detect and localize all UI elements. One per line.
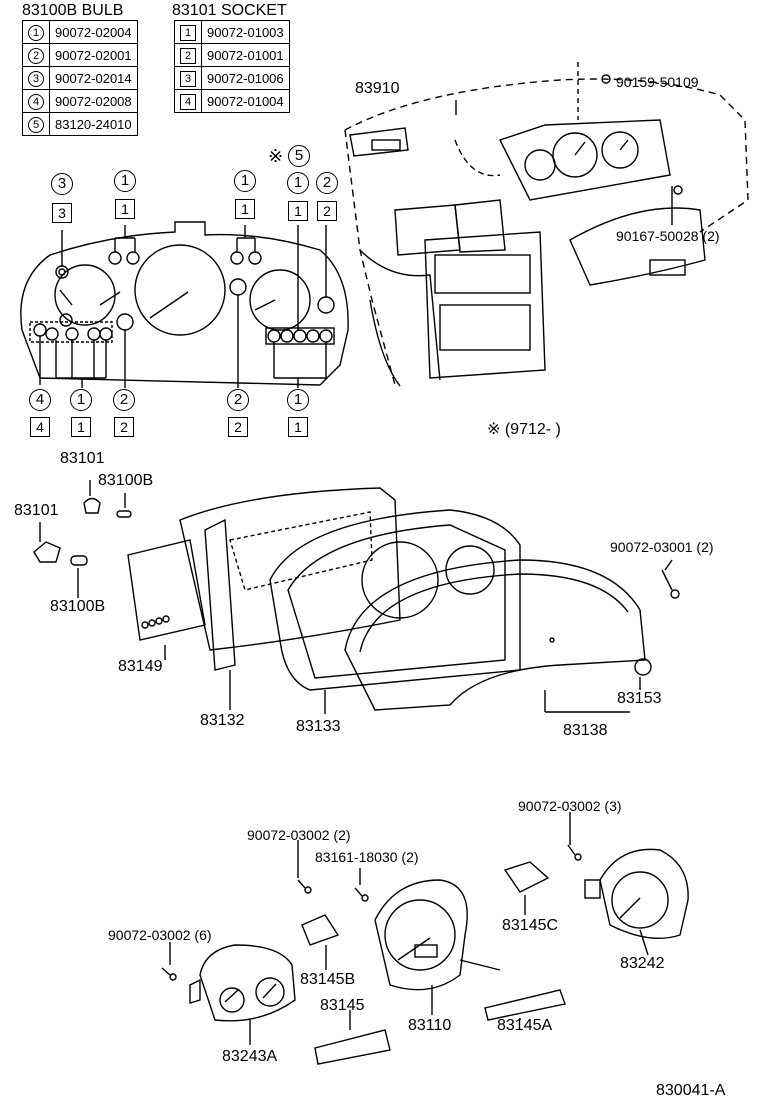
socket-mark-cell: 3 bbox=[174, 66, 202, 90]
bulb-row: 5 83120-24010 bbox=[22, 112, 138, 136]
callout-socket-3: 3 bbox=[52, 203, 72, 223]
part-83149: 83149 bbox=[118, 658, 163, 675]
callout-socket-4: 4 bbox=[30, 417, 50, 437]
bulb-row: 4 90072-02008 bbox=[22, 89, 138, 113]
socket-mark: 1 bbox=[180, 24, 196, 41]
callout-bulb-2: 2 bbox=[113, 389, 135, 411]
callout-bulb-1: 1 bbox=[70, 389, 92, 411]
part-83243A: 83243A bbox=[222, 1048, 278, 1065]
socket-row: 3 90072-01006 bbox=[174, 66, 290, 90]
bulb-table: 1 90072-02004 2 90072-02001 3 90072-02014 4 900… bbox=[22, 20, 138, 136]
part-83138: 83138 bbox=[563, 722, 608, 739]
part-90072-03002-6: 90072-03002 (6) bbox=[108, 927, 212, 943]
bulb-part-number: 90072-02001 bbox=[49, 43, 138, 67]
socket-mark: 2 bbox=[180, 47, 196, 64]
bulb-mark: 1 bbox=[28, 24, 44, 41]
bulb-part-number: 83120-24010 bbox=[49, 112, 138, 136]
part-83145C: 83145C bbox=[502, 917, 559, 934]
bulb-table-header: 83100B BULB bbox=[22, 2, 124, 19]
socket-mark: 3 bbox=[180, 70, 196, 87]
part-90159-50109: 90159-50109 bbox=[616, 74, 699, 90]
bulb-mark-cell: 3 bbox=[22, 66, 50, 90]
socket-row: 4 90072-01004 bbox=[174, 89, 290, 113]
socket-row: 2 90072-01001 bbox=[174, 43, 290, 67]
bulb-part-number: 90072-02008 bbox=[49, 89, 138, 113]
callout-bulb-2: 2 bbox=[316, 172, 338, 194]
bulb-mark-cell: 1 bbox=[22, 20, 50, 44]
callout-bulb-5: 5 bbox=[288, 145, 310, 167]
callout-socket-1: 1 bbox=[288, 201, 308, 221]
callout-bulb-1: 1 bbox=[114, 170, 136, 192]
part-83145: 83145 bbox=[320, 997, 365, 1014]
part-83145B: 83145B bbox=[300, 971, 356, 988]
part-83242: 83242 bbox=[620, 955, 665, 972]
callout-socket-1: 1 bbox=[71, 417, 91, 437]
callout-bulb-1: 1 bbox=[234, 170, 256, 192]
callout-socket-2: 2 bbox=[317, 201, 337, 221]
callout-bulb-3: 3 bbox=[51, 173, 73, 195]
bulb-mark-cell: 5 bbox=[22, 112, 50, 136]
meter-assembly-illustration bbox=[33, 480, 680, 714]
socket-part-number: 90072-01004 bbox=[201, 89, 290, 113]
bulb-mark: 5 bbox=[28, 116, 44, 133]
bulb-mark: 4 bbox=[28, 93, 44, 110]
note-model-year: ※ (9712- ) bbox=[487, 421, 561, 438]
diagram-id: 830041-A bbox=[656, 1082, 726, 1099]
socket-part-number: 90072-01001 bbox=[201, 43, 290, 67]
callout-bulb-1: 1 bbox=[287, 172, 309, 194]
part-83145A: 83145A bbox=[497, 1017, 553, 1034]
bulb-part-number: 90072-02004 bbox=[49, 20, 138, 44]
part-83161-18030: 83161-18030 (2) bbox=[315, 849, 419, 865]
part-83101-a: 83101 bbox=[60, 450, 105, 467]
part-83110: 83110 bbox=[408, 1017, 452, 1034]
part-83133: 83133 bbox=[296, 718, 341, 735]
bulb-mark-cell: 4 bbox=[22, 89, 50, 113]
bulb-mark: 2 bbox=[28, 47, 44, 64]
part-83132: 83132 bbox=[200, 712, 245, 729]
dashboard-illustration bbox=[344, 62, 749, 387]
socket-table: 1 90072-01003 2 90072-01001 3 90072-01006 4 900… bbox=[174, 20, 290, 113]
bulb-mark-cell: 2 bbox=[22, 43, 50, 67]
callout-socket-1: 1 bbox=[235, 199, 255, 219]
part-83910: 83910 bbox=[355, 80, 400, 97]
socket-row: 1 90072-01003 bbox=[174, 20, 290, 44]
part-90072-03002-2: 90072-03002 (2) bbox=[247, 827, 351, 843]
callout-socket-1: 1 bbox=[115, 199, 135, 219]
callout-bulb-4: 4 bbox=[29, 389, 51, 411]
part-90072-03002-3: 90072-03002 (3) bbox=[518, 798, 622, 814]
socket-part-number: 90072-01006 bbox=[201, 66, 290, 90]
part-83100B-a: 83100B bbox=[98, 472, 154, 489]
bulb-row: 1 90072-02004 bbox=[22, 20, 138, 44]
part-83101-b: 83101 bbox=[14, 502, 59, 519]
callout-socket-2: 2 bbox=[114, 417, 134, 437]
socket-table-header: 83101 SOCKET bbox=[172, 2, 287, 19]
gauges-illustration bbox=[161, 812, 689, 1065]
callout-socket-1: 1 bbox=[288, 417, 308, 437]
socket-part-number: 90072-01003 bbox=[201, 20, 290, 44]
socket-mark-cell: 2 bbox=[174, 43, 202, 67]
bulb-row: 2 90072-02001 bbox=[22, 43, 138, 67]
meter-face-illustration bbox=[20, 221, 349, 388]
part-90167-50028: 90167-50028 (2) bbox=[616, 228, 720, 244]
part-83153: 83153 bbox=[617, 690, 662, 707]
socket-mark-cell: 1 bbox=[174, 20, 202, 44]
callout-bulb-1: 1 bbox=[287, 389, 309, 411]
callout-bulb-2: 2 bbox=[227, 389, 249, 411]
part-83100B-b: 83100B bbox=[50, 598, 106, 615]
bulb-row: 3 90072-02014 bbox=[22, 66, 138, 90]
mark-5-prefix: ※ bbox=[268, 146, 284, 166]
socket-mark-cell: 4 bbox=[174, 89, 202, 113]
socket-mark: 4 bbox=[180, 93, 196, 110]
bulb-part-number: 90072-02014 bbox=[49, 66, 138, 90]
callout-socket-2: 2 bbox=[228, 417, 248, 437]
bulb-mark: 3 bbox=[28, 70, 44, 87]
part-90072-03001: 90072-03001 (2) bbox=[610, 539, 714, 555]
